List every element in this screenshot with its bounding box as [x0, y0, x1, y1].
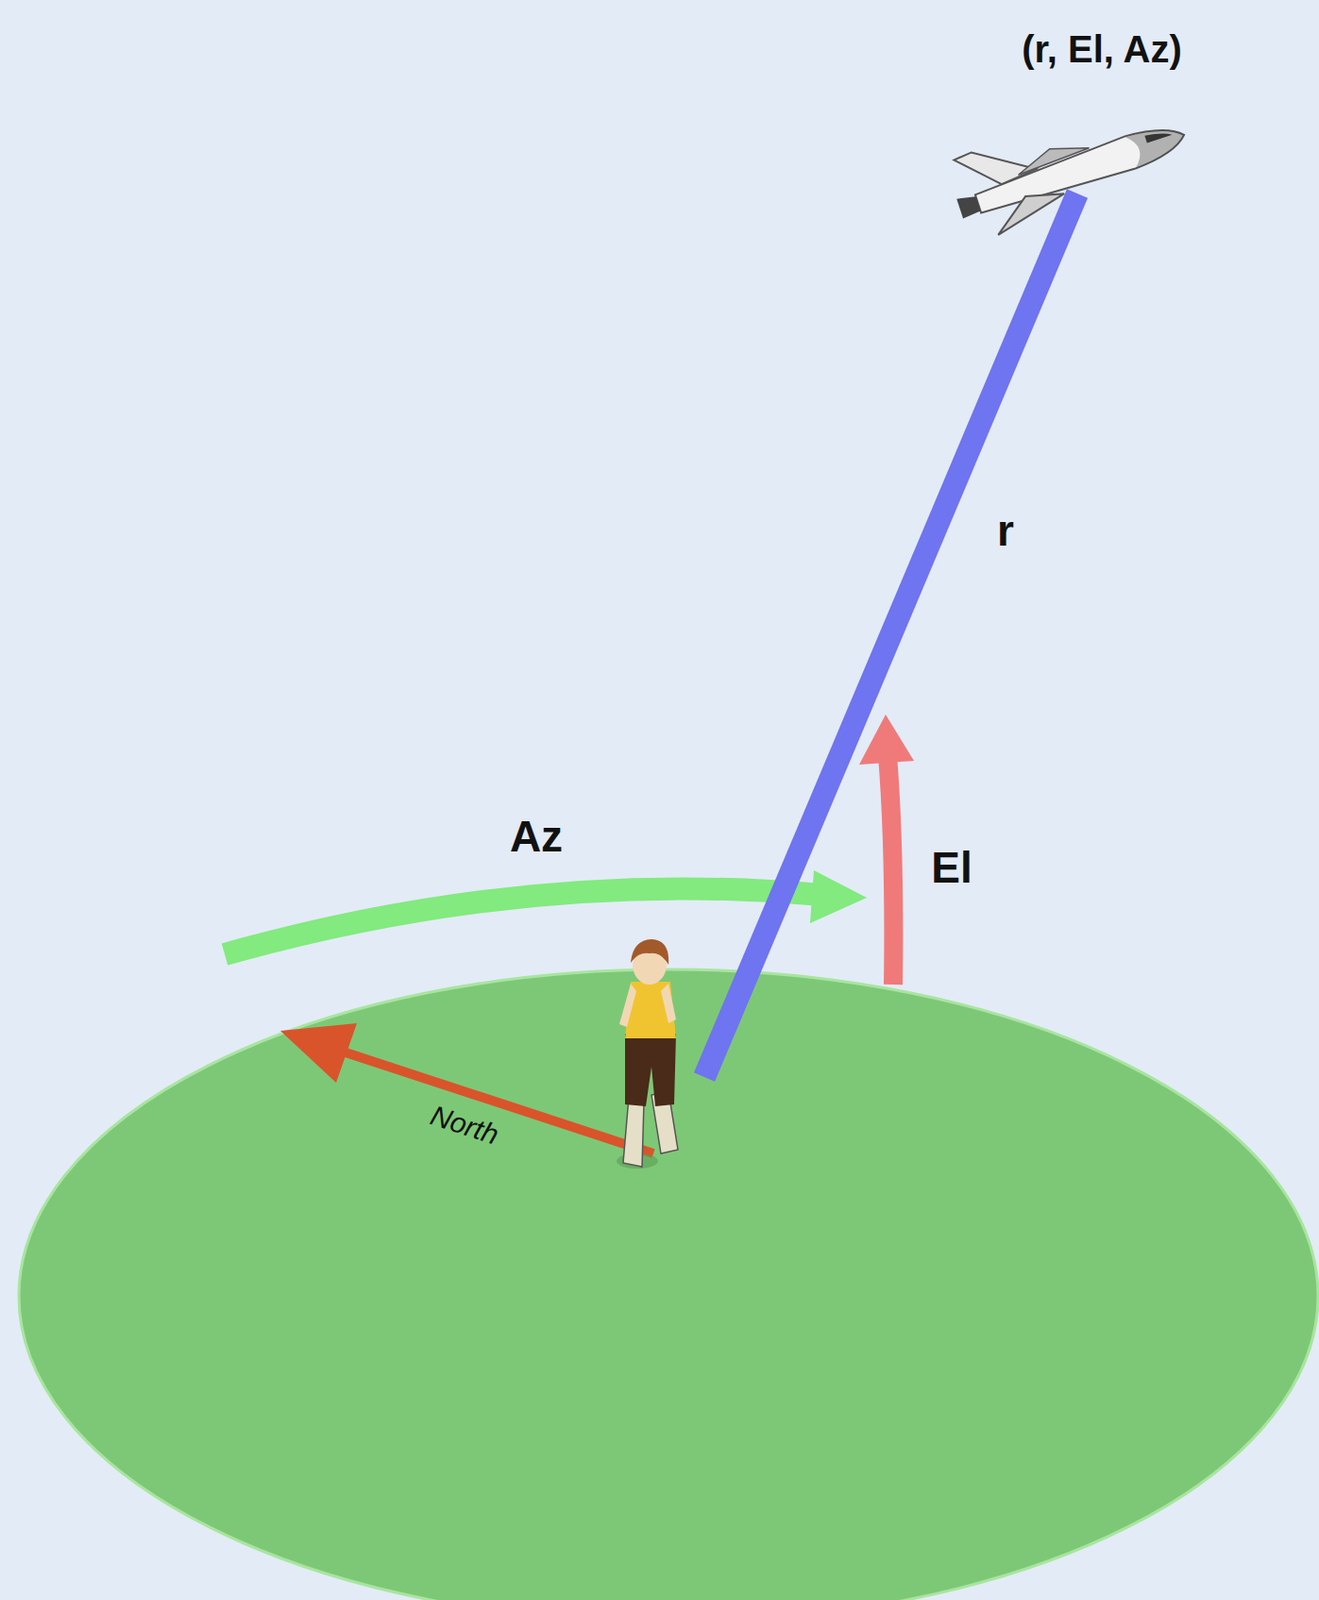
point-coordinates: (r, El, Az): [1021, 28, 1183, 71]
elevation-arrow: [859, 714, 914, 985]
range-line: [704, 193, 1078, 1078]
elevation-label: El: [930, 842, 972, 894]
north-label: North: [426, 1099, 503, 1151]
range-label: r: [997, 505, 1015, 557]
person-figure: [616, 939, 678, 1169]
space-shuttle: [944, 87, 1196, 244]
azimuth-label: Az: [509, 811, 563, 863]
north-arrow: [280, 1023, 654, 1154]
ground-disc: [18, 969, 1319, 1600]
